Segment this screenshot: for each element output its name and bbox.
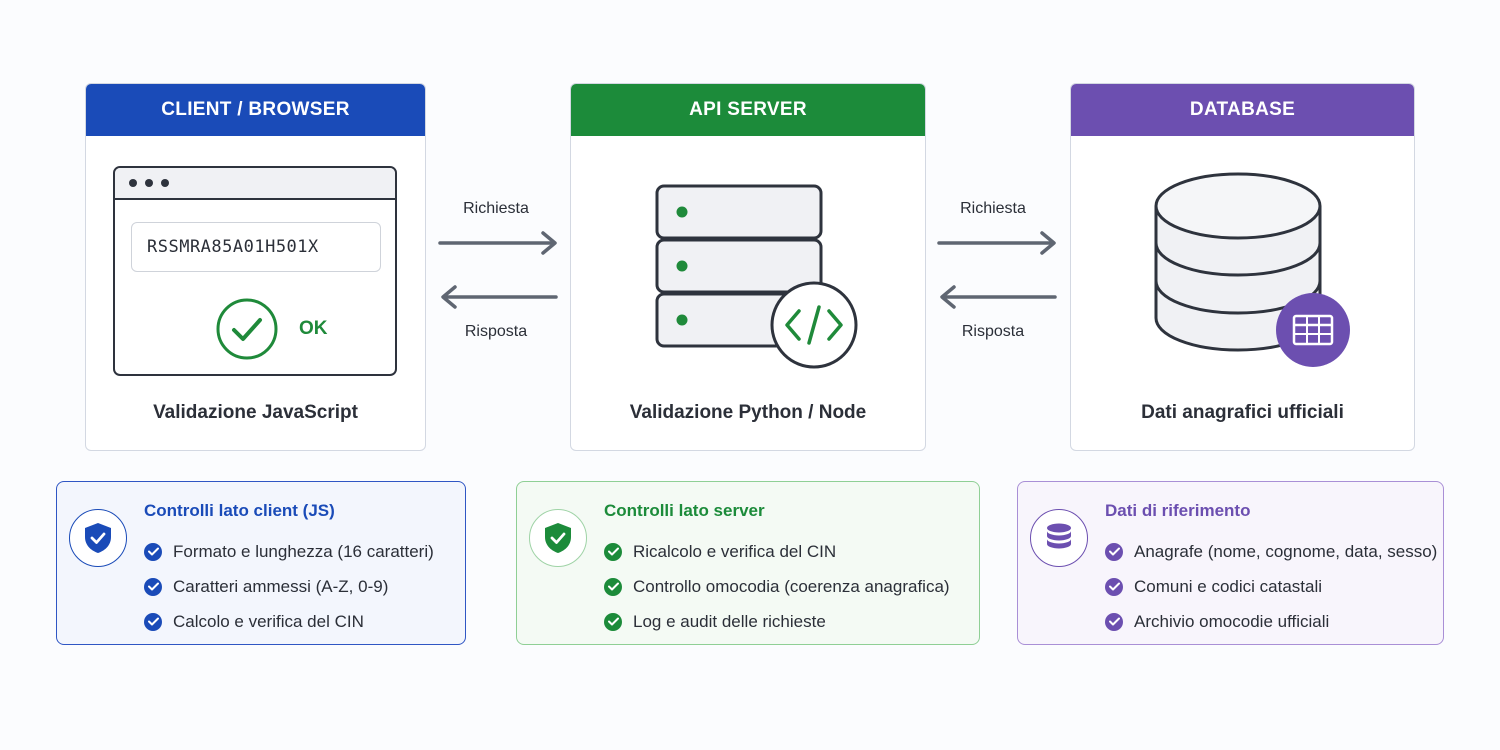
reference-data-title: Dati di riferimento xyxy=(1105,501,1251,520)
check-icon xyxy=(604,577,622,596)
client-browser-panel: CLIENT / BROWSER RSSMRA85A01H501X OK Val… xyxy=(85,83,426,451)
response-label-right: Risposta xyxy=(961,323,1025,340)
browser-title-bar xyxy=(115,168,395,200)
list-item-label: Controllo omocodia (coerenza anagrafica) xyxy=(633,576,950,596)
list-item: Ricalcolo e verifica del CIN xyxy=(604,534,950,569)
list-item-label: Comuni e codici catastali xyxy=(1134,576,1323,596)
list-item-label: Calcolo e verifica del CIN xyxy=(173,611,364,631)
client-panel-header: CLIENT / BROWSER xyxy=(86,84,425,136)
list-item: Comuni e codici catastali xyxy=(1105,569,1437,604)
request-label-right: Richiesta xyxy=(960,200,1026,217)
server-checks-box: Controlli lato server Ricalcolo e verifi… xyxy=(516,481,980,645)
codice-fiscale-input[interactable]: RSSMRA85A01H501X xyxy=(131,222,381,272)
list-item-label: Anagrafe (nome, cognome, data, sesso) xyxy=(1134,541,1438,561)
list-item: Log e audit delle richieste xyxy=(604,604,950,639)
list-item: Archivio omocodie ufficiali xyxy=(1105,604,1437,639)
arrow-right-icon xyxy=(937,231,1056,255)
database-icon xyxy=(1030,509,1088,567)
window-dot-icon xyxy=(161,179,169,187)
window-dot-icon xyxy=(145,179,153,187)
validation-status: OK xyxy=(215,297,328,361)
database-panel: DATABASE Dati anagrafici ufficiali xyxy=(1070,83,1415,451)
window-dot-icon xyxy=(129,179,137,187)
check-circle-icon xyxy=(216,298,278,360)
check-icon xyxy=(1105,612,1123,631)
client-checks-list: Formato e lunghezza (16 caratteri) Carat… xyxy=(144,534,434,639)
database-caption: Dati anagrafici ufficiali xyxy=(1141,402,1344,423)
list-item: Anagrafe (nome, cognome, data, sesso) xyxy=(1105,534,1437,569)
status-ok-label: OK xyxy=(299,318,328,339)
client-checks-box: Controlli lato client (JS) Formato e lun… xyxy=(56,481,466,645)
server-checks-list: Ricalcolo e verifica del CIN Controllo o… xyxy=(604,534,950,639)
server-caption: Validazione Python / Node xyxy=(629,402,867,423)
client-caption: Validazione JavaScript xyxy=(153,402,358,423)
api-server-panel: API SERVER Validazione Python / Node xyxy=(570,83,926,451)
list-item: Formato e lunghezza (16 caratteri) xyxy=(144,534,434,569)
list-item-label: Log e audit delle richieste xyxy=(633,611,826,631)
browser-window: RSSMRA85A01H501X OK xyxy=(113,166,397,376)
request-label-left: Richiesta xyxy=(463,200,529,217)
database-cylinder-icon xyxy=(1154,172,1350,367)
shield-check-icon xyxy=(529,509,587,567)
database-panel-header: DATABASE xyxy=(1071,84,1414,136)
response-label-left: Risposta xyxy=(464,323,528,340)
check-icon xyxy=(604,542,622,561)
arrow-left-icon xyxy=(441,285,558,309)
check-icon xyxy=(144,542,162,561)
list-item-label: Formato e lunghezza (16 caratteri) xyxy=(173,541,434,561)
server-panel-header: API SERVER xyxy=(571,84,925,136)
server-rack-icon xyxy=(655,184,858,369)
list-item-label: Archivio omocodie ufficiali xyxy=(1134,611,1330,631)
shield-check-icon xyxy=(69,509,127,567)
server-checks-title: Controlli lato server xyxy=(604,501,765,520)
arrow-right-icon xyxy=(438,231,557,255)
check-icon xyxy=(604,612,622,631)
arrow-left-icon xyxy=(940,285,1057,309)
list-item-label: Ricalcolo e verifica del CIN xyxy=(633,541,837,561)
list-item: Caratteri ammessi (A-Z, 0-9) xyxy=(144,569,434,604)
check-icon xyxy=(144,612,162,631)
reference-data-box: Dati di riferimento Anagrafe (nome, cogn… xyxy=(1017,481,1444,645)
list-item: Calcolo e verifica del CIN xyxy=(144,604,434,639)
reference-data-list: Anagrafe (nome, cognome, data, sesso) Co… xyxy=(1105,534,1437,639)
check-icon xyxy=(1105,577,1123,596)
list-item-label: Caratteri ammessi (A-Z, 0-9) xyxy=(173,576,389,596)
list-item: Controllo omocodia (coerenza anagrafica) xyxy=(604,569,950,604)
check-icon xyxy=(144,577,162,596)
client-checks-title: Controlli lato client (JS) xyxy=(144,501,335,520)
check-icon xyxy=(1105,542,1123,561)
